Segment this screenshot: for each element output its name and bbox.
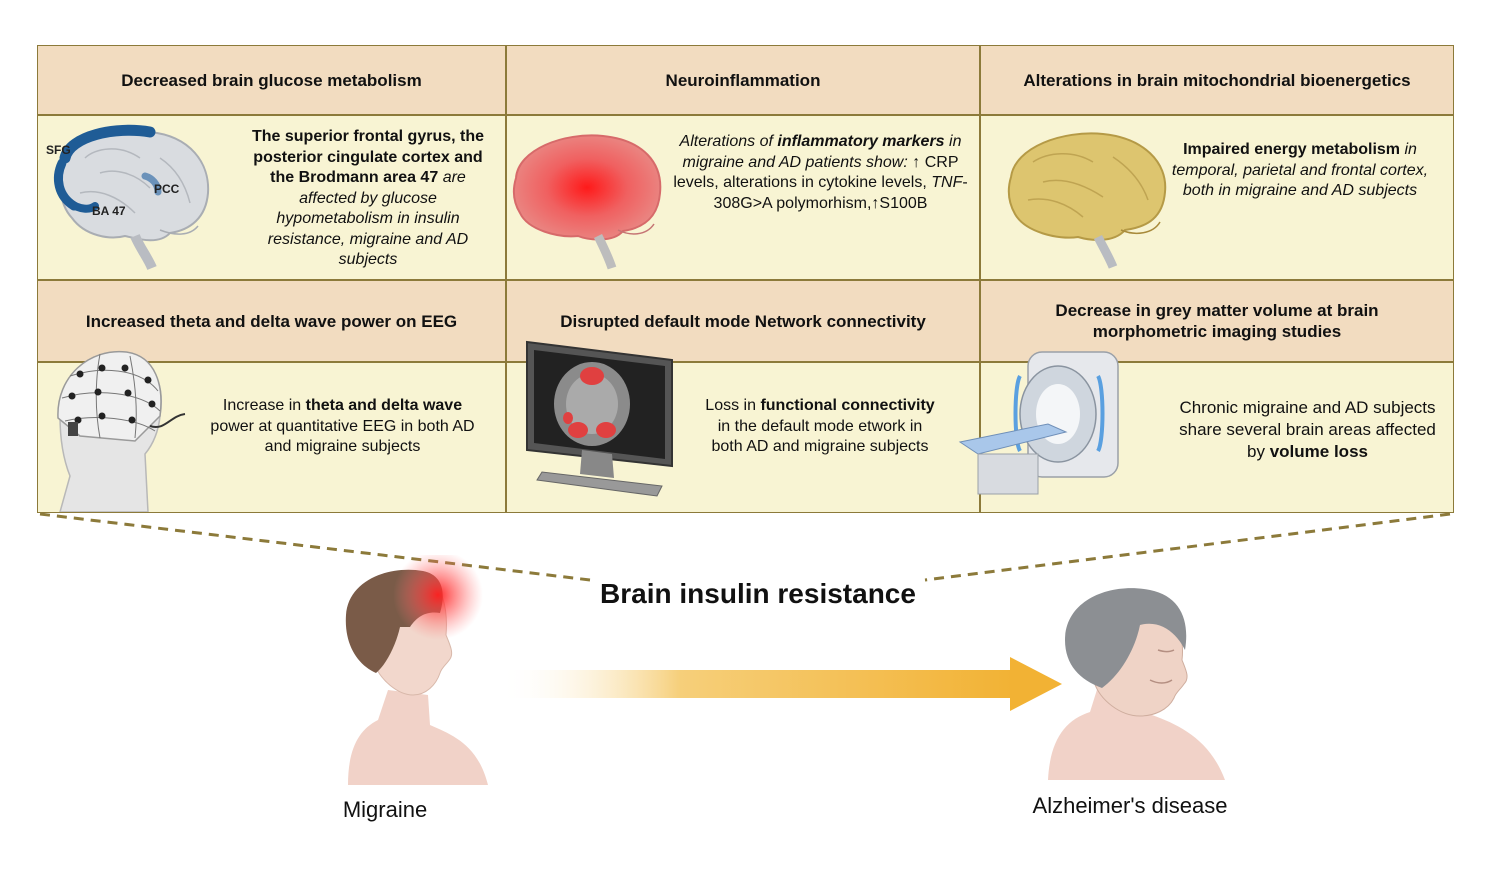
eeg-cap-icon (57, 350, 186, 512)
text-line: in the default mode etwork in both AD an… (711, 417, 929, 456)
cell-title: Increased theta and delta wave power on … (85, 311, 458, 331)
migraine-person-icon (345, 555, 488, 785)
ba47-label: BA 47 (92, 204, 126, 218)
brain-regions-icon: SFG PCC BA 47 (46, 124, 210, 271)
text-italic: in migraine and AD patients show: (682, 133, 962, 171)
text-line: power at quantitative EEG in both AD and… (210, 417, 475, 456)
migraine-caption: Migraine (342, 797, 428, 822)
text-line: -308G>A polymorhism,↑S100B (713, 174, 968, 212)
inflamed-brain-icon (512, 134, 662, 270)
cell-text-neuroinflammation: Alterations of inflammatory markers in m… (668, 132, 973, 214)
center-title: Brain insulin resistance (600, 578, 916, 609)
yellow-brain-icon (1007, 132, 1167, 269)
progression-arrow-icon (500, 657, 1062, 711)
cell-text-glucose: The superior frontal gyrus, the posterio… (240, 127, 496, 271)
cell-text-grey-matter: Chronic migraine and AD subjects share s… (1170, 397, 1445, 463)
text-bold: functional connectivity (760, 397, 935, 414)
text-line: Loss in (705, 397, 756, 414)
cell-header-mitochondria: Alterations in brain mitochondrial bioen… (980, 45, 1454, 115)
text-line: ↑ CRP levels, alterations in cytokine le… (673, 153, 959, 192)
cell-title: Alterations in brain mitochondrial bioen… (1023, 70, 1411, 90)
text-gene: TNF (931, 174, 963, 191)
alzheimer-person-icon (1048, 588, 1225, 780)
sfg-label: SFG (46, 143, 71, 157)
pcc-label: PCC (154, 182, 180, 196)
text-italic: Alterations of (679, 133, 773, 150)
cell-text-mitochondria: Impaired energy metabolism in temporal, … (1170, 140, 1430, 202)
cell-header-eeg: Increased theta and delta wave power on … (37, 280, 506, 362)
cell-text-eeg: Increase in theta and delta wave power a… (200, 396, 485, 458)
text-bold: Impaired energy metabolism (1183, 141, 1401, 158)
text-bold-italic: inflammatory markers (777, 133, 945, 150)
text-bold: volume loss (1269, 442, 1368, 461)
cell-title: Decrease in grey matter volume at brain … (1055, 301, 1379, 341)
mri-scanner-icon (958, 351, 1119, 495)
cell-header-glucose: Decreased brain glucose metabolism (37, 45, 506, 115)
cell-title: Decreased brain glucose metabolism (121, 70, 422, 90)
cell-title: Neuroinflammation (665, 70, 821, 90)
text-line: Chronic migraine and AD subjects share s… (1179, 398, 1436, 461)
text-bold: theta and delta wave (305, 397, 463, 414)
cell-header-grey-matter: Decrease in grey matter volume at brain … (980, 280, 1454, 362)
text-line: Increase in (222, 397, 302, 414)
text-italic: are affected by glucose hypometabolism i… (267, 169, 469, 268)
cell-header-neuroinflammation: Neuroinflammation (506, 45, 980, 115)
cell-title: Disrupted default mode Network connectiv… (560, 311, 926, 331)
alzheimer-caption: Alzheimer's disease (1032, 793, 1228, 818)
text-bold: The superior frontal gyrus, the posterio… (251, 128, 485, 186)
text-italic: in temporal, parietal and frontal cortex… (1171, 141, 1429, 199)
monitor-fmri-icon (526, 340, 673, 497)
cell-text-dmn: Loss in functional connectivity in the d… (700, 396, 940, 458)
